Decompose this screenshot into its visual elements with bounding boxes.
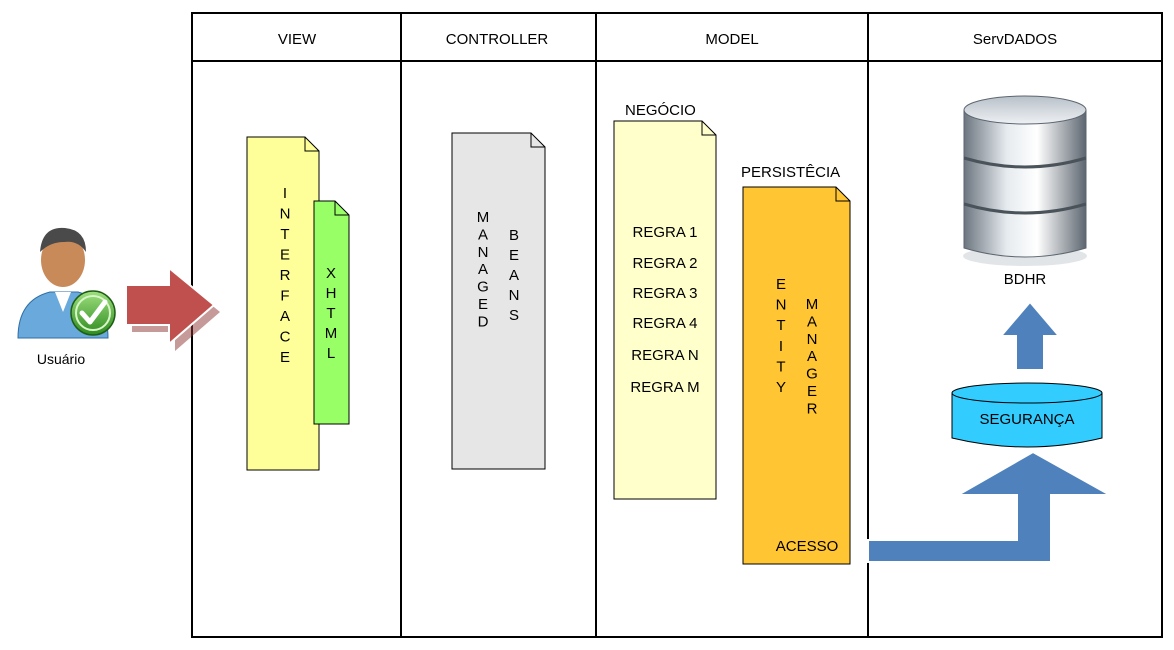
persistencia-title: PERSISTÊCIA bbox=[741, 164, 840, 181]
column-header-model: MODEL bbox=[705, 31, 758, 48]
managed-beans-document bbox=[451, 132, 546, 470]
red-arrow-icon bbox=[125, 265, 220, 351]
check-badge-icon bbox=[70, 290, 116, 336]
rule-item-1: REGRA 1 bbox=[632, 224, 697, 241]
persistencia-document bbox=[742, 186, 851, 565]
bent-arrow-icon bbox=[867, 450, 1114, 563]
rule-item-3: REGRA 3 bbox=[632, 285, 697, 302]
xhtml-document bbox=[313, 200, 350, 425]
rule-item-5: REGRA N bbox=[631, 347, 699, 364]
seguranca-shape bbox=[951, 382, 1103, 448]
column-header-servdados: ServDADOS bbox=[973, 31, 1057, 48]
rule-item-2: REGRA 2 bbox=[632, 255, 697, 272]
seguranca-label: SEGURANÇA bbox=[979, 411, 1074, 428]
database-icon bbox=[963, 95, 1087, 266]
rule-item-6: REGRA M bbox=[630, 379, 699, 396]
negocio-document bbox=[613, 120, 717, 500]
acesso-label: ACESSO bbox=[776, 538, 839, 555]
column-header-view: VIEW bbox=[278, 31, 317, 48]
user-label: Usuário bbox=[37, 351, 85, 367]
up-arrow-icon bbox=[998, 300, 1062, 371]
column-header-controller: CONTROLLER bbox=[446, 31, 549, 48]
negocio-title: NEGÓCIO bbox=[625, 102, 696, 119]
database-label: BDHR bbox=[1004, 271, 1047, 288]
rule-item-4: REGRA 4 bbox=[632, 315, 697, 332]
